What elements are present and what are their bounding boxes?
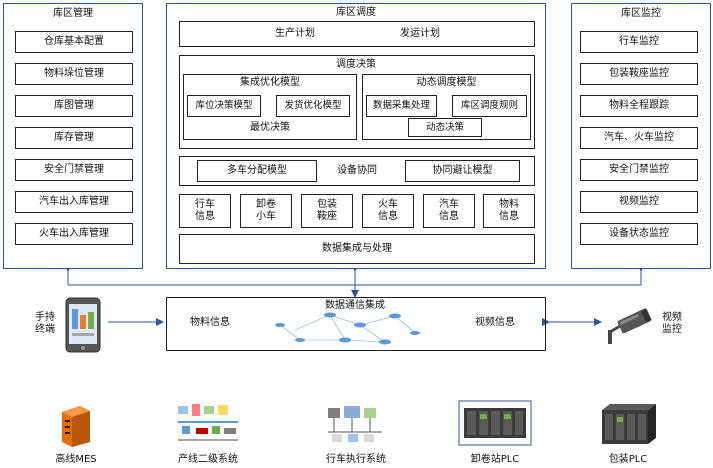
production-line-icon: [178, 404, 238, 441]
warehouse-scheduling-title: 库区调度: [336, 7, 376, 18]
right-item-5[interactable]: 安全门禁监控: [580, 159, 698, 181]
dynamic-decision-box[interactable]: 动态决策: [408, 118, 482, 137]
crane-execution-label: 行车执行系统: [326, 454, 386, 465]
packaging-plc-icon: [602, 404, 656, 444]
video-info-label: 视频信息: [475, 317, 515, 328]
dynamic-model-box: [362, 74, 531, 140]
communication-title: 数据通信集成: [325, 300, 385, 311]
warehouse-monitoring-title: 库区监控: [621, 8, 661, 19]
unloading-plc-label: 卸卷站PLC: [470, 454, 520, 465]
right-item-7[interactable]: 设备状态监控: [580, 223, 698, 245]
warehouse-management-title: 库区管理: [53, 8, 93, 19]
mes-label: 高线MES: [55, 454, 97, 465]
device-coordination-label: 设备协同: [337, 165, 377, 176]
material-info-label: 物料信息: [190, 317, 230, 328]
collaborative-avoidance-model[interactable]: 协同避让模型: [405, 160, 520, 182]
communication-box: [166, 297, 546, 351]
scheduling-rules[interactable]: 库区调度规则: [452, 95, 527, 117]
location-decision-model[interactable]: 库位决策模型: [187, 95, 261, 117]
right-item-2[interactable]: 包装鞍座监控: [580, 63, 698, 85]
data-integration-box[interactable]: 数据集成与处理: [179, 234, 535, 264]
unloading-plc-icon: [458, 400, 532, 446]
info-box-crane[interactable]: 行车 信息: [179, 194, 231, 228]
left-item-3[interactable]: 库图管理: [15, 95, 133, 117]
optimal-decision-label: 最优决策: [250, 122, 290, 133]
info-box-saddle[interactable]: 包装 鞍座: [301, 194, 353, 228]
packaging-plc-label: 包装PLC: [608, 454, 648, 465]
dynamic-model-title: 动态调度模型: [416, 77, 477, 88]
mes-server-icon: [62, 406, 90, 447]
video-monitoring-label: 视频 监控: [662, 312, 682, 335]
left-item-1[interactable]: 仓库基本配置: [15, 31, 133, 53]
right-item-1[interactable]: 行车监控: [580, 31, 698, 53]
integrated-model-box: [183, 74, 357, 140]
shipping-optimization-model[interactable]: 发货优化模型: [276, 95, 350, 117]
right-item-6[interactable]: 视频监控: [580, 191, 698, 213]
handheld-terminal-icon: [65, 297, 101, 353]
info-box-train[interactable]: 火车 信息: [362, 194, 414, 228]
production-plan-label: 生产计划: [275, 28, 315, 39]
info-box-unloading-cart[interactable]: 卸卷 小车: [240, 194, 292, 228]
camera-icon: [608, 308, 652, 344]
left-item-5[interactable]: 安全门禁管理: [15, 159, 133, 181]
left-item-7[interactable]: 火车出入库管理: [15, 223, 133, 245]
left-item-6[interactable]: 汽车出入库管理: [15, 191, 133, 213]
info-box-material[interactable]: 物料 信息: [483, 194, 535, 228]
shipping-plan-label: 发运计划: [400, 28, 440, 39]
crane-execution-icon: [328, 406, 382, 442]
info-box-truck[interactable]: 汽车 信息: [423, 194, 475, 228]
line-level2-label: 产线二级系统: [178, 454, 238, 465]
multi-vehicle-allocation-model[interactable]: 多车分配模型: [197, 160, 317, 182]
data-collection-processing[interactable]: 数据采集处理: [366, 95, 437, 117]
decision-title: 调度决策: [336, 59, 376, 70]
integrated-model-title: 集成优化模型: [240, 77, 300, 88]
left-item-4[interactable]: 库存管理: [15, 127, 133, 149]
handheld-terminal-label: 手持 终端: [35, 312, 55, 335]
left-item-2[interactable]: 物料垛位管理: [15, 63, 133, 85]
right-item-4[interactable]: 汽车、火车监控: [580, 127, 698, 149]
right-item-3[interactable]: 物料全程跟踪: [580, 95, 698, 117]
plan-box: [179, 21, 535, 47]
